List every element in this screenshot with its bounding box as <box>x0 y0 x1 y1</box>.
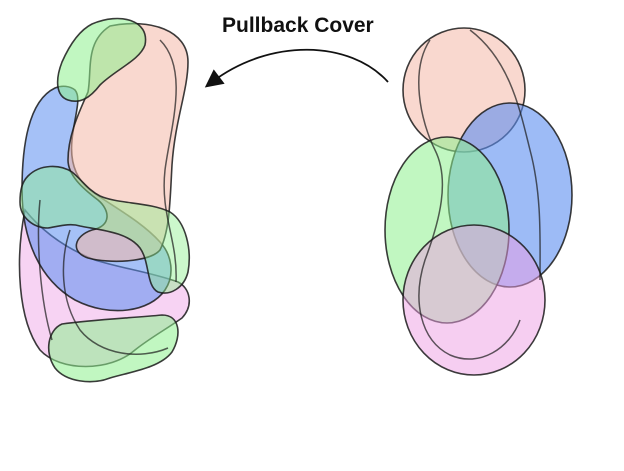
right-guide-curve-1 <box>418 39 521 360</box>
left-green-top-region <box>56 17 147 102</box>
pullback-arrow <box>204 48 389 88</box>
right-guide-curve-2 <box>469 29 541 281</box>
diagram-title: Pullback Cover <box>222 14 374 37</box>
right-pink-region <box>402 224 546 376</box>
left-guide-curve-1 <box>159 39 177 283</box>
left-guide-curve-2 <box>62 229 169 355</box>
left-guide-curve-3 <box>37 199 53 341</box>
left-cover <box>18 17 190 383</box>
right-cover <box>384 27 573 376</box>
left-green-bottom-region <box>47 314 179 383</box>
